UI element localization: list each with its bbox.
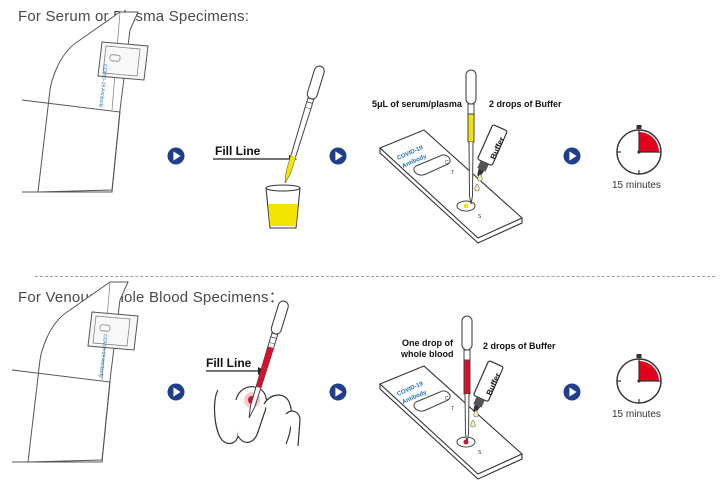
step-arrow-icon: [563, 383, 581, 401]
section-divider: [35, 276, 715, 277]
step-arrow-icon: [563, 147, 581, 165]
step-arrow-icon: [329, 383, 347, 401]
buffer-drops-label: 2 drops of Buffer: [483, 341, 556, 351]
step-arrow-icon: [167, 147, 185, 165]
pipette-dispensing: [461, 315, 473, 443]
buffer-bottle: [466, 359, 505, 417]
buffer-drops: [470, 409, 479, 428]
fill-line-label: Fill Line: [206, 356, 252, 370]
pouch-illustration: [11, 281, 139, 463]
test-cassette: [378, 129, 523, 244]
pipette-blood: [243, 299, 291, 420]
pouch-illustration: [21, 11, 149, 193]
buffer-drops: [474, 173, 483, 192]
timer-label: 15 minutes: [612, 180, 661, 191]
buffer-bottle: [470, 123, 509, 181]
fill-line-label: Fill Line: [215, 144, 261, 158]
pipette-dispensing: [465, 69, 477, 205]
cassette-mark-t: T: [451, 170, 454, 176]
cassette-mark-s: S: [478, 450, 482, 456]
step-arrow-icon: [167, 383, 185, 401]
cassette-mark-t: T: [451, 406, 454, 412]
step-arrow-icon: [329, 147, 347, 165]
whole-blood-row: COVID-19 Antibody Fill Line One drop of …: [11, 281, 662, 480]
timer-icon: [616, 353, 662, 404]
pouch-text: COVID-19 Antibody: [97, 64, 108, 109]
sample-volume-label: 5μL of serum/plasma: [372, 99, 463, 109]
cassette-mark-s: S: [478, 214, 482, 220]
timer-label: 15 minutes: [612, 409, 661, 420]
specimen-cup: [265, 184, 301, 229]
sample-label-line2: whole blood: [400, 349, 454, 359]
timer-icon: [616, 124, 662, 175]
cassette-mark-c: C: [445, 160, 449, 166]
sample-label-line1: One drop of: [402, 338, 454, 348]
pipette-serum: [279, 64, 327, 185]
cassette-mark-c: C: [445, 396, 449, 402]
pouch-text: COVID-19 Antibody: [97, 334, 108, 379]
serum-row: COVID-19 Antibody Fill Line 5μL of serum…: [21, 11, 662, 244]
buffer-drops-label: 2 drops of Buffer: [489, 99, 562, 109]
test-cassette: [378, 365, 523, 480]
